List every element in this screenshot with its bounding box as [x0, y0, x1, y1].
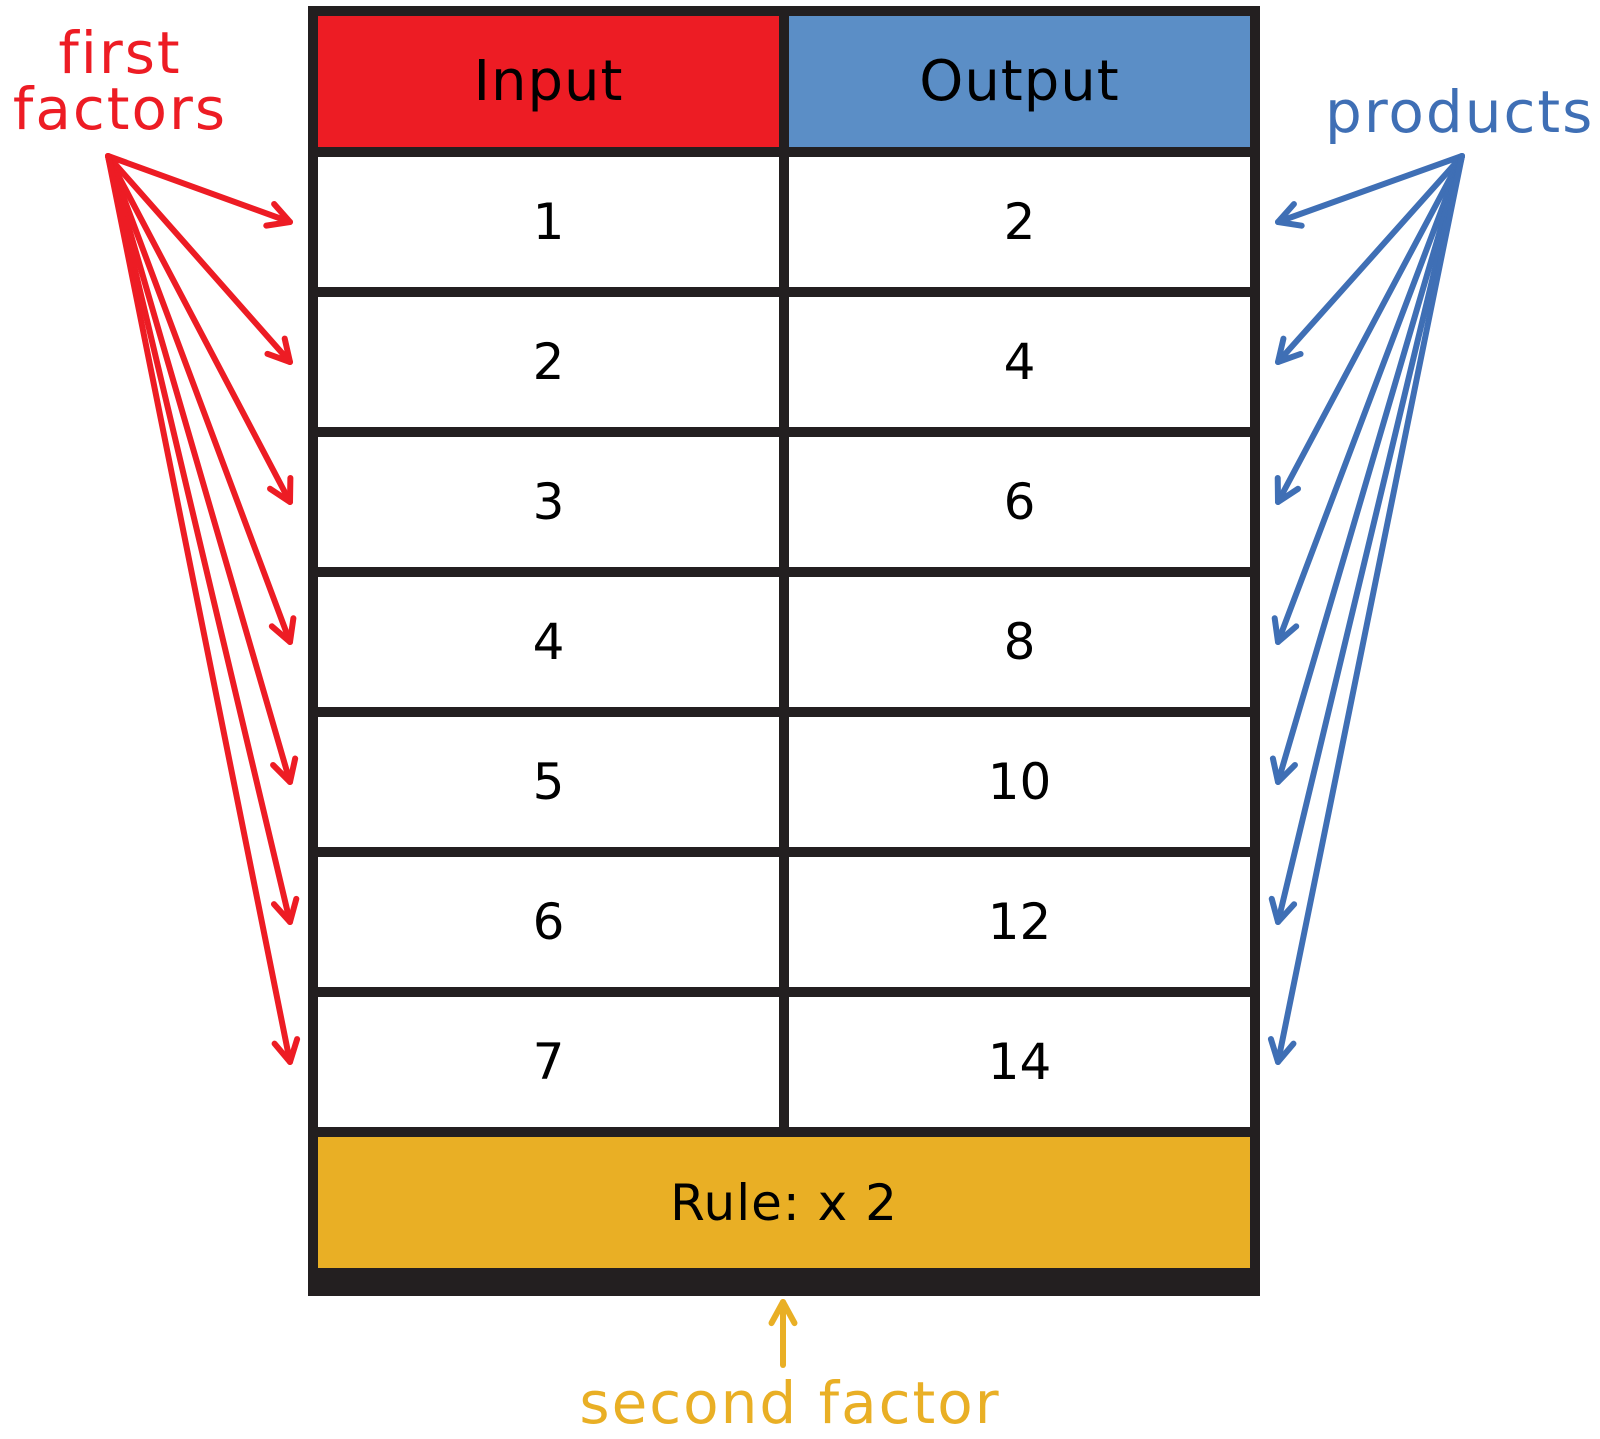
product-arrow — [1269, 153, 1465, 785]
first-factor-arrow — [105, 153, 299, 785]
first-factor-arrow — [105, 153, 293, 229]
products-label: products — [1325, 78, 1595, 146]
first-factor-arrow — [105, 153, 301, 1065]
output-cell: 14 — [789, 997, 1250, 1127]
first-factors-label-line-1: first — [58, 19, 182, 87]
output-header: Output — [789, 16, 1250, 147]
product-arrow — [1275, 153, 1465, 229]
product-arrow — [1271, 153, 1465, 645]
first-factor-arrow — [105, 153, 300, 925]
first-factor-arrow — [105, 153, 294, 505]
input-cell: 2 — [318, 297, 779, 427]
product-arrow — [1268, 153, 1465, 925]
input-cell: 5 — [318, 717, 779, 847]
output-cell: 4 — [789, 297, 1250, 427]
first-factor-arrow — [105, 153, 293, 365]
product-arrow — [1275, 153, 1465, 365]
input-cell: 4 — [318, 577, 779, 707]
second-factor-label: second factor — [579, 1369, 1001, 1437]
first-factors-label: first factors — [0, 19, 240, 143]
input-cell: 6 — [318, 857, 779, 987]
input-output-table: Input Output 1 2 2 4 3 6 4 8 5 10 6 12 7… — [308, 6, 1260, 1296]
output-cell: 2 — [789, 157, 1250, 287]
rule-bar: Rule: x 2 — [318, 1137, 1250, 1268]
input-cell: 1 — [318, 157, 779, 287]
first-factor-arrow — [105, 153, 297, 645]
first-factors-label-line-2: factors — [12, 75, 228, 143]
output-cell: 12 — [789, 857, 1250, 987]
input-cell: 3 — [318, 437, 779, 567]
output-cell: 10 — [789, 717, 1250, 847]
output-cell: 8 — [789, 577, 1250, 707]
second-factor-arrow — [768, 1299, 798, 1368]
input-cell: 7 — [318, 997, 779, 1127]
output-cell: 6 — [789, 437, 1250, 567]
product-arrow — [1267, 153, 1465, 1065]
product-arrow — [1274, 153, 1465, 505]
input-header: Input — [318, 16, 779, 147]
